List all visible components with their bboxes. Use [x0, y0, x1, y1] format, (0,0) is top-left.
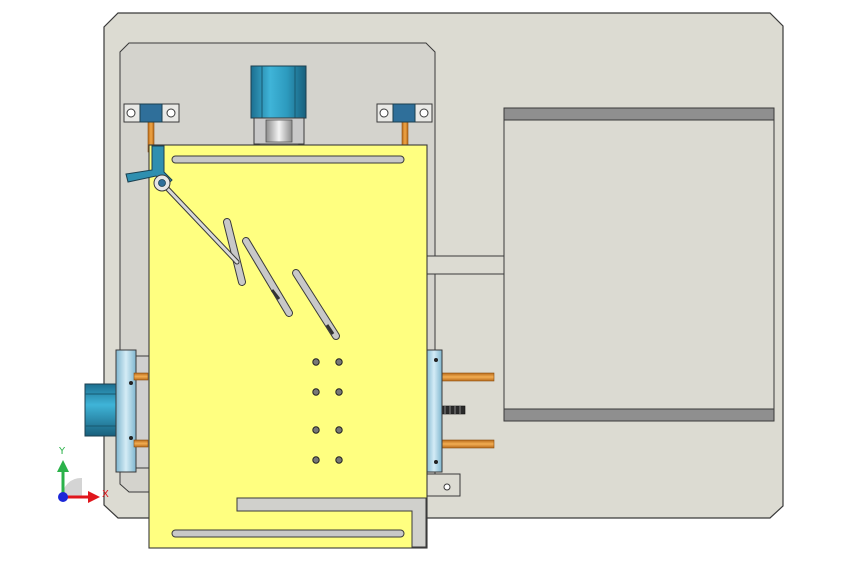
- mounting-holes: [312, 358, 343, 464]
- top-slot: [171, 155, 405, 164]
- y-axis-label: Y: [58, 446, 66, 457]
- swing-lever: [125, 145, 240, 265]
- bottom-l-guide: [236, 497, 427, 548]
- left-bearing-block: [115, 349, 151, 473]
- coordinate-triad: Y X: [57, 446, 109, 503]
- yellow-main-plate: [148, 144, 428, 549]
- bottom-slot: [171, 529, 405, 538]
- top-right-clamp: [376, 103, 433, 123]
- top-left-clamp: [123, 103, 180, 123]
- right-bearing-block: [425, 349, 443, 473]
- right-small-bracket: [425, 473, 461, 497]
- x-axis-label: X: [102, 489, 109, 500]
- right-tray: [503, 107, 775, 422]
- right-spring: [440, 405, 466, 415]
- left-side-motor: [84, 383, 118, 437]
- z-axis-dot: [58, 492, 68, 502]
